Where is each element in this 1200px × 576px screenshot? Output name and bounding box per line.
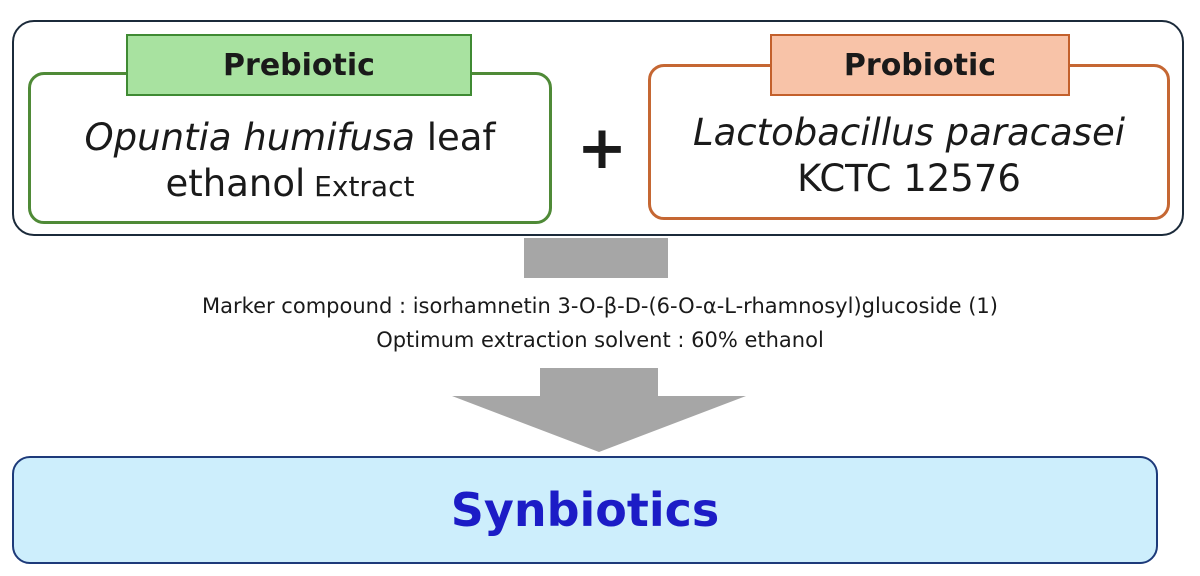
probiotic-species: Lactobacillus paracasei: [693, 110, 1125, 154]
plus-sign: +: [576, 113, 628, 183]
prebiotic-line-1: Opuntia humifusa leaf: [85, 115, 496, 161]
prebiotic-line-2a: ethanol: [165, 162, 306, 205]
synbiotics-box: Synbiotics: [12, 456, 1158, 564]
prebiotic-line-2b: Extract: [305, 170, 415, 203]
prebiotic-line-1-rest: leaf: [414, 115, 496, 159]
prebiotic-tag: Prebiotic: [126, 34, 472, 96]
marker-compound-note: Marker compound : isorhamnetin 3-O-β-D-(…: [202, 294, 998, 318]
prebiotic-species: Opuntia humifusa: [84, 115, 415, 159]
prebiotic-line-2: ethanol Extract: [85, 161, 496, 207]
down-arrow-icon: [452, 368, 746, 452]
connector-bar: [524, 238, 668, 278]
probiotic-strain: KCTC 12576: [797, 157, 1021, 200]
synbiotics-label: Synbiotics: [450, 483, 720, 537]
probiotic-tag: Probiotic: [770, 34, 1070, 96]
extraction-solvent-note: Optimum extraction solvent : 60% ethanol: [376, 328, 824, 352]
prebiotic-box: Opuntia humifusa leaf ethanol Extract: [28, 72, 552, 224]
